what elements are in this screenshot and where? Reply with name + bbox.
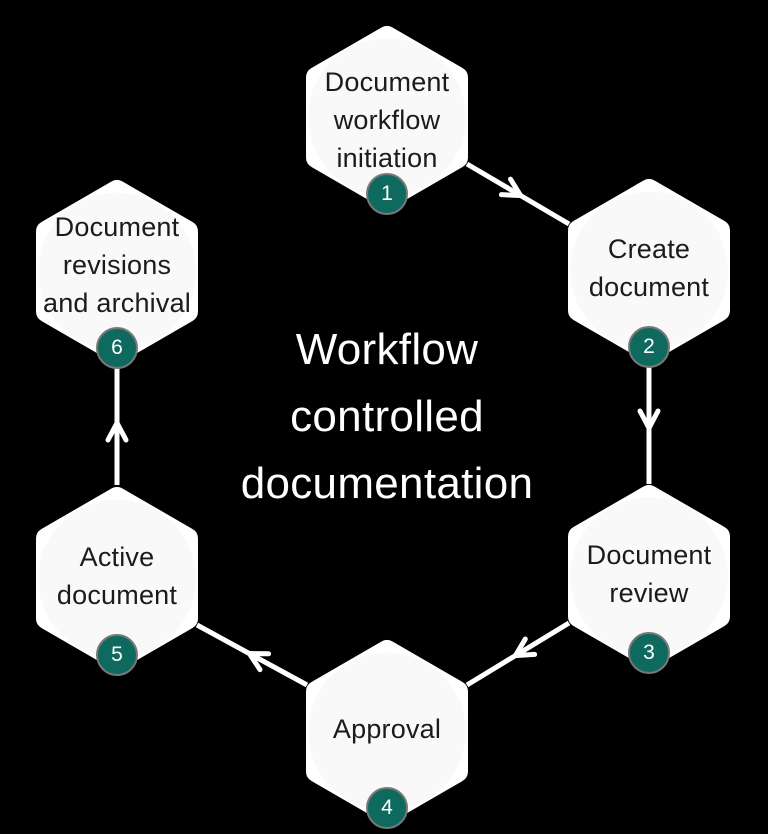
flow-arrows (105, 161, 661, 688)
step-3-label: Document review (586, 540, 712, 608)
step-4-number: 4 (381, 796, 393, 819)
step-5-number-badge: 5 (96, 634, 138, 676)
step-6-label: Document revisions and archival (43, 212, 191, 318)
step-3-number: 3 (643, 641, 655, 664)
step-3-number-badge: 3 (628, 632, 670, 674)
arrow-step1-to-step2-icon (465, 161, 571, 227)
step-2-number-badge: 2 (628, 326, 670, 368)
step-6-number: 6 (111, 336, 123, 359)
step-1-number-badge: 1 (366, 173, 408, 215)
step-5-label: Active document (56, 542, 178, 610)
diagram-title: Workflow controlled documentation (240, 325, 534, 508)
step-4-label: Approval (332, 714, 442, 744)
arrow-step4-to-step5-icon (195, 622, 309, 688)
step-4-number-badge: 4 (366, 787, 408, 829)
arrow-step3-to-step4-icon (465, 620, 571, 688)
step-5-number: 5 (111, 643, 123, 666)
step-6-number-badge: 6 (96, 327, 138, 369)
step-2-number: 2 (643, 335, 655, 358)
step-2-label: Create document (588, 234, 710, 302)
step-1-number: 1 (381, 182, 393, 205)
step-1-label: Document workflow initiation (324, 67, 450, 173)
